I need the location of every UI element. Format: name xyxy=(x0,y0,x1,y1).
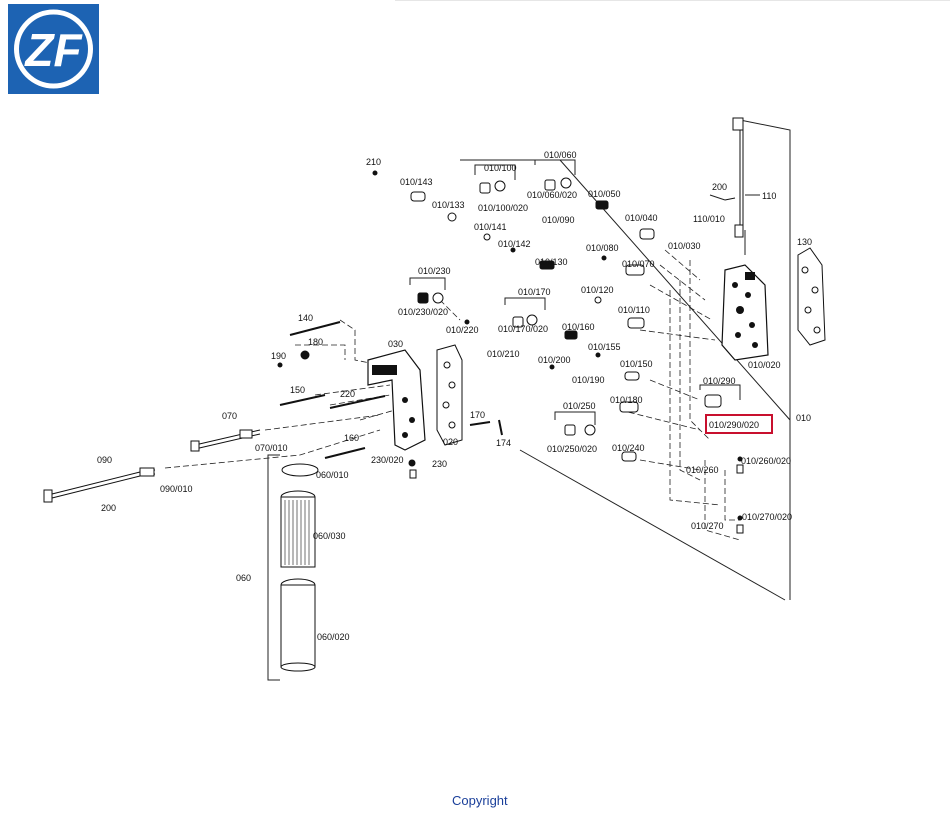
label-010-230: 010/230 xyxy=(418,266,451,276)
label-190: 190 xyxy=(271,351,286,361)
filter-element-060-030 xyxy=(280,490,316,568)
label-010-270: 010/270 xyxy=(691,521,724,531)
logo-text: ZF xyxy=(23,24,83,76)
label-200-bottom: 200 xyxy=(101,503,116,513)
label-010-100-020: 010/100/020 xyxy=(478,203,528,213)
label-150: 150 xyxy=(290,385,305,395)
label-010-290-020[interactable]: 010/290/020 xyxy=(709,420,759,430)
label-230-020: 230/020 xyxy=(371,455,404,465)
label-010-060: 010/060 xyxy=(544,150,577,160)
label-010-210: 010/210 xyxy=(487,349,520,359)
label-180: 180 xyxy=(308,337,323,347)
label-110: 110 xyxy=(762,191,776,201)
plate-020 xyxy=(436,344,463,446)
label-010-290: 010/290 xyxy=(703,376,736,386)
label-010-080: 010/080 xyxy=(586,243,619,253)
label-174: 174 xyxy=(496,438,511,448)
label-230: 230 xyxy=(432,459,447,469)
label-010-130: 010/130 xyxy=(535,257,568,267)
label-010-230-020: 010/230/020 xyxy=(398,307,448,317)
label-010-190: 010/190 xyxy=(572,375,605,385)
label-060: 060 xyxy=(236,573,251,583)
gasket-130 xyxy=(797,247,826,346)
label-160: 160 xyxy=(344,433,359,443)
label-010-270-020: 010/270/020 xyxy=(742,512,792,522)
label-010-260: 010/260 xyxy=(686,465,719,475)
copyright-link[interactable]: Copyright xyxy=(452,793,508,808)
label-010-170-020: 010/170/020 xyxy=(498,324,548,334)
sensor-110 xyxy=(732,117,744,238)
label-010-110: 010/110 xyxy=(618,305,650,315)
label-030: 030 xyxy=(388,339,403,349)
label-010-020: 010/020 xyxy=(748,360,781,370)
label-010-100: 010/100 xyxy=(484,163,517,173)
o-ring-060-010 xyxy=(281,463,319,477)
label-010-050: 010/050 xyxy=(588,189,621,199)
label-010-143: 010/143 xyxy=(400,177,433,187)
label-110-010: 110/010 xyxy=(693,214,725,224)
valve-components xyxy=(277,170,744,534)
harness-070 xyxy=(190,429,261,452)
label-090-010: 090/010 xyxy=(160,484,193,494)
label-010-040: 010/040 xyxy=(625,213,658,223)
label-010-141: 010/141 xyxy=(474,222,507,232)
highlight-box[interactable] xyxy=(705,414,773,434)
label-010-155: 010/155 xyxy=(588,342,621,352)
label-060-020: 060/020 xyxy=(317,632,350,642)
label-010-090: 010/090 xyxy=(542,215,575,225)
label-010-133: 010/133 xyxy=(432,200,465,210)
label-010-260-020: 010/260/020 xyxy=(741,456,791,466)
label-010-170: 010/170 xyxy=(518,287,551,297)
label-060-010: 060/010 xyxy=(316,470,349,480)
label-010-250: 010/250 xyxy=(563,401,596,411)
label-010-240: 010/240 xyxy=(612,443,645,453)
harness-090 xyxy=(43,467,156,503)
label-010-142: 010/142 xyxy=(498,239,531,249)
label-070-010: 070/010 xyxy=(255,443,288,453)
label-010-180: 010/180 xyxy=(610,395,643,405)
label-010-160: 010/160 xyxy=(562,322,595,332)
label-010-250-020: 010/250/020 xyxy=(547,444,597,454)
control-unit-030 xyxy=(367,349,426,451)
label-130: 130 xyxy=(797,237,812,247)
part-labels: 210 010/143 010/133 010/100 010/100/020 … xyxy=(97,150,812,642)
filter-housing-060-020 xyxy=(280,578,316,672)
bolts xyxy=(279,321,503,459)
label-170: 170 xyxy=(470,410,485,420)
label-010-150: 010/150 xyxy=(620,359,653,369)
label-220: 220 xyxy=(340,389,355,399)
label-010-070: 010/070 xyxy=(622,259,655,269)
label-200-top: 200 xyxy=(712,182,727,192)
label-010-120: 010/120 xyxy=(581,285,614,295)
zf-logo: ZF xyxy=(8,4,99,94)
label-010-060-020: 010/060/020 xyxy=(527,190,577,200)
zf-logo-mark: ZF xyxy=(8,4,99,94)
label-210: 210 xyxy=(366,157,381,167)
label-010-220: 010/220 xyxy=(446,325,479,335)
valve-body xyxy=(721,264,769,361)
label-020: 020 xyxy=(443,437,458,447)
label-070: 070 xyxy=(222,411,237,421)
label-010-200: 010/200 xyxy=(538,355,571,365)
label-010-030: 010/030 xyxy=(668,241,701,251)
label-010: 010 xyxy=(796,413,811,423)
top-divider xyxy=(395,0,950,1)
label-140: 140 xyxy=(298,313,313,323)
label-090: 090 xyxy=(97,455,112,465)
label-060-030: 060/030 xyxy=(313,531,346,541)
